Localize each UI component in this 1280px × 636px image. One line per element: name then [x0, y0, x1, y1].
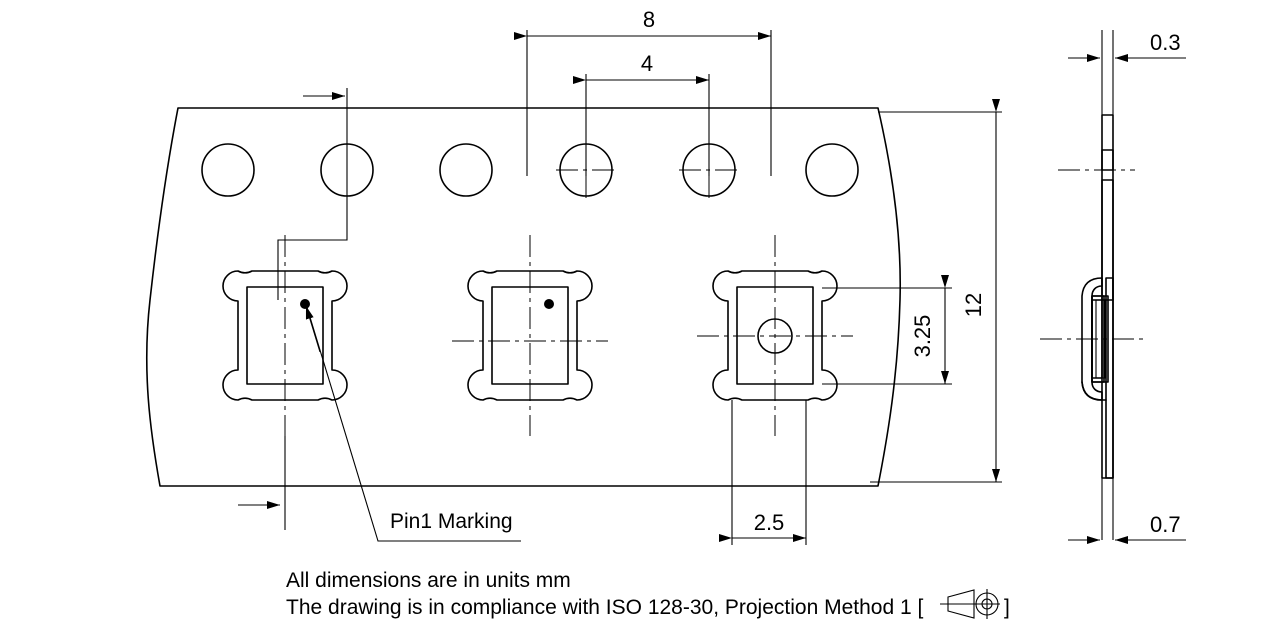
dim-label-pocket-edge: 2.5 [754, 510, 785, 535]
tape-outline [145, 107, 902, 487]
dim-label-cover-thickness: 0.7 [1150, 512, 1181, 537]
sprocket-hole [805, 143, 859, 197]
dim-label-pitch-long: 8 [643, 7, 655, 32]
section-bottom-flange [1081, 381, 1107, 401]
dimension-tape-thickness: 0.3 [1068, 30, 1186, 62]
pin1-dot-icon [544, 299, 554, 309]
dimension-pitch-short: 4 [573, 51, 710, 176]
index-arrow-bottom [238, 436, 286, 530]
dimension-pocket-edge: 2.5 [719, 400, 807, 545]
dimension-tape-width: 12 [870, 99, 1002, 483]
dim-label-pitch-short: 4 [641, 51, 653, 76]
pin1-dot-icon [300, 299, 310, 309]
pin1-marking-label: Pin1 Marking [390, 510, 513, 533]
note-standard: The drawing is in compliance with ISO 12… [286, 596, 923, 619]
note-units: All dimensions are in units mm [286, 569, 571, 592]
sprocket-hole [201, 143, 255, 197]
section-view [1040, 30, 1146, 540]
sprocket-hole [439, 143, 493, 197]
dim-label-pocket-offset: 3.25 [910, 315, 935, 358]
sprocket-holes [201, 143, 859, 197]
top-view [145, 88, 902, 487]
pin1-leader: Pin1 Marking [305, 303, 521, 542]
sprocket-centerlines [556, 140, 739, 200]
component-pocket-2 [452, 235, 608, 436]
dimension-cover-thickness: 0.7 [1068, 512, 1186, 544]
component-pocket-3 [697, 235, 853, 436]
note-standard-tail: ] [1004, 596, 1010, 619]
iso-first-angle-projection-icon [940, 589, 1000, 619]
section-strip-overlay [1105, 277, 1114, 479]
notes-block: All dimensions are in units mm The drawi… [286, 569, 1010, 619]
dimension-pitch-long: 8 [514, 7, 772, 176]
dimension-pocket-offset: 3.25 [822, 275, 952, 385]
index-step-line [277, 88, 348, 300]
component-pocket-1 [222, 235, 348, 436]
dim-label-tape-thickness: 0.3 [1150, 30, 1181, 55]
dim-label-tape-width: 12 [961, 293, 986, 317]
